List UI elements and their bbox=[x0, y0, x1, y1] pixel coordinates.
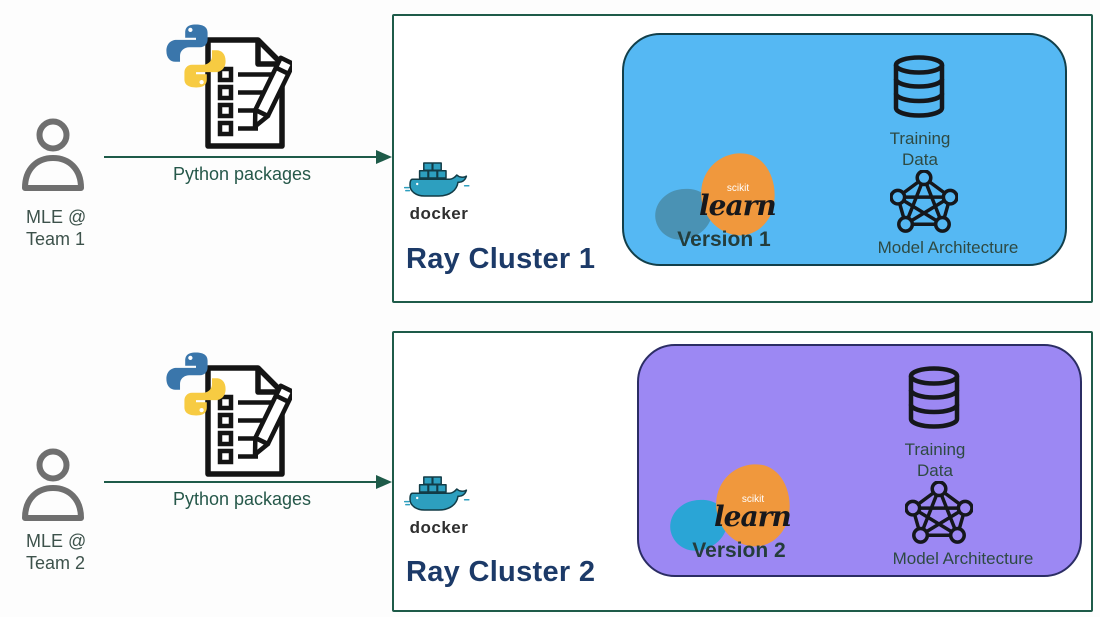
scikit-learn-logo: scikit learn bbox=[664, 459, 864, 574]
scikit-small-text: scikit bbox=[741, 494, 765, 505]
database-cylinder-icon bbox=[888, 55, 950, 121]
arrow-line bbox=[104, 481, 378, 483]
database-cylinder-icon bbox=[903, 366, 965, 432]
docker-whale-icon bbox=[404, 474, 470, 522]
arrow-label: Python packages bbox=[172, 489, 312, 509]
arrow-head bbox=[376, 150, 392, 164]
person-icon bbox=[18, 446, 88, 526]
environment-box-2: scikit learn Version 2 Training Data Mod… bbox=[637, 344, 1082, 577]
docker-logo: docker bbox=[404, 474, 474, 538]
python-logo-icon bbox=[160, 348, 232, 420]
actor-line2: Team 2 bbox=[26, 553, 86, 573]
actor-label: MLE @ Team 1 bbox=[26, 206, 86, 250]
model-architecture-label: Model Architecture bbox=[892, 549, 1034, 568]
docker-whale-icon bbox=[404, 160, 470, 208]
cluster-title: Ray Cluster 2 bbox=[406, 556, 596, 588]
scikit-small-text: scikit bbox=[726, 183, 750, 194]
scikit-learn-text: learn bbox=[699, 189, 777, 222]
version-label: Version 2 bbox=[692, 539, 786, 562]
environment-box-1: scikit learn Version 1 Training Data Mod… bbox=[622, 33, 1067, 266]
model-architecture-graph-icon bbox=[890, 170, 958, 234]
docker-logo: docker bbox=[404, 160, 474, 224]
scikit-learn-text: learn bbox=[714, 500, 792, 533]
actor-line1: MLE @ bbox=[26, 207, 87, 227]
actor-label: MLE @ Team 2 bbox=[26, 530, 86, 574]
person-icon bbox=[18, 116, 88, 196]
docker-wordmark: docker bbox=[409, 204, 469, 223]
version-label: Version 1 bbox=[677, 228, 771, 251]
training-data-label: Training Data bbox=[904, 440, 966, 480]
scikit-learn-logo: scikit learn bbox=[649, 148, 849, 263]
actor-line2: Team 1 bbox=[26, 229, 86, 249]
arrow-head bbox=[376, 475, 392, 489]
docker-wordmark: docker bbox=[409, 518, 469, 537]
python-logo-icon bbox=[160, 20, 232, 92]
cluster-title: Ray Cluster 1 bbox=[406, 243, 596, 275]
training-data-label: Training Data bbox=[889, 129, 951, 169]
model-architecture-graph-icon bbox=[905, 481, 973, 545]
actor-line1: MLE @ bbox=[26, 531, 87, 551]
model-architecture-label: Model Architecture bbox=[877, 238, 1019, 257]
arrow-label: Python packages bbox=[172, 164, 312, 184]
arrow-line bbox=[104, 156, 378, 158]
